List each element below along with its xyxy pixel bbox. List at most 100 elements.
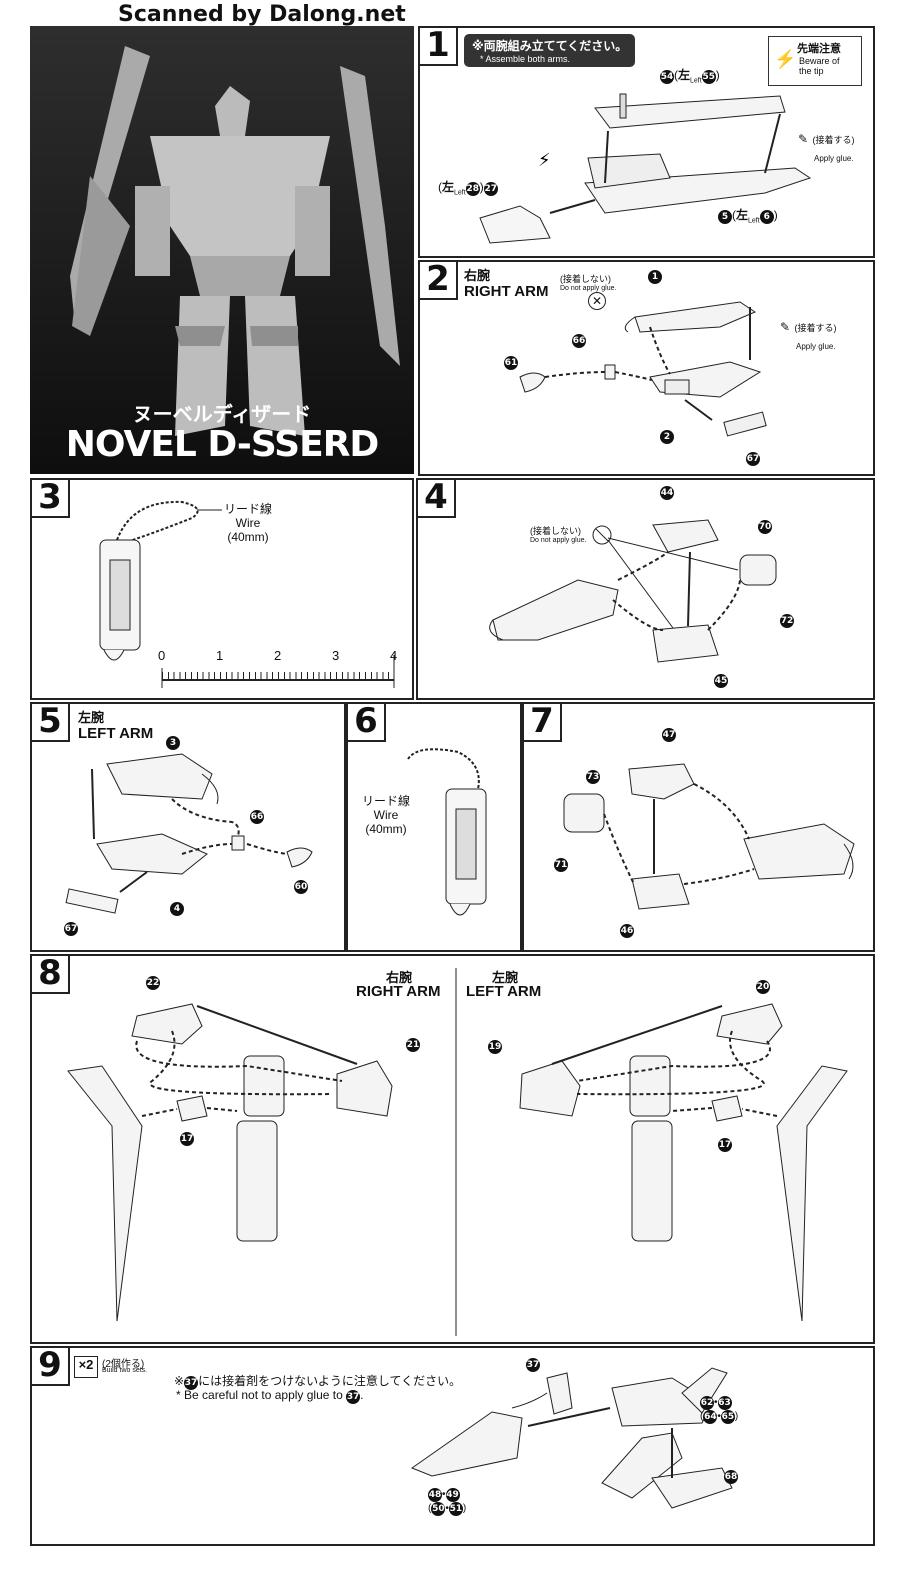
step-6-panel: 6 リード線 Wire (40mm) [346, 702, 522, 952]
part-4: 4 [170, 902, 184, 916]
scan-credit: Scanned by Dalong.net [118, 2, 406, 27]
step5-diagram [65, 753, 313, 914]
part-27: 27 [483, 182, 498, 196]
noglue-note-jp: ※37には接着剤をつけないように注意してください。 [174, 1372, 461, 1390]
part-37-ref: 37 [184, 1376, 199, 1390]
part-49: 49 [445, 1488, 460, 1502]
beware-tip-box: ⚡ 先端注意 Beware of the tip [768, 36, 862, 86]
part-1: 1 [648, 270, 662, 284]
right-arm-jp: 右腕 [386, 970, 413, 985]
step6-diagram [407, 748, 487, 916]
note-jp-prefix: ※ [174, 1374, 185, 1388]
right-arm-en: RIGHT ARM [356, 983, 441, 1000]
step-2-panel: 2 右腕 RIGHT ARM (接着しない) Do not apply glue… [418, 260, 875, 476]
step-number: 3 [30, 478, 70, 518]
wire-jp: リード線 [224, 502, 273, 516]
part-28: 28 [465, 182, 480, 196]
step-number: 8 [30, 954, 70, 994]
beware-jp: 先端注意 [797, 42, 841, 55]
part-66: 66 [250, 810, 264, 824]
glue-icon: ✎ [798, 132, 809, 146]
wire-label: リード線 Wire (40mm) [362, 794, 410, 836]
part-3: 3 [166, 736, 180, 750]
part-70: 70 [758, 520, 772, 534]
left-en-3: Left [748, 217, 760, 225]
ruler-label-3: 3 [332, 648, 340, 663]
part-55: 55 [701, 70, 716, 84]
note-en: * Be careful not to apply glue to [176, 1388, 343, 1402]
part-65: 65 [720, 1410, 735, 1424]
noglue-en: Do not apply glue. [530, 537, 587, 544]
step-number: 5 [30, 702, 70, 742]
step-1-panel: 1 ※両腕組み立ててください。 * Assemble both arms. ⚡ … [418, 26, 875, 258]
step4-diagram [489, 519, 777, 663]
part-6: 6 [759, 210, 774, 224]
step-number: 1 [418, 26, 458, 66]
left-en-2: Left [454, 189, 466, 197]
part-54: 54 [660, 70, 674, 84]
step-number: 4 [416, 478, 456, 518]
part-45: 45 [714, 674, 728, 688]
note-jp: ※両腕組み立ててください。 [472, 39, 628, 53]
gundam-figure-illustration [30, 26, 414, 474]
noglue-note: (接着しない) Do not apply glue. [530, 524, 586, 544]
arm-label-jp: 左腕 [78, 710, 105, 725]
wire-en: Wire [373, 808, 399, 822]
noglue-en: Do not apply glue. [560, 285, 617, 292]
wire-en: Wire [235, 516, 261, 530]
arm-label-en: LEFT ARM [78, 725, 154, 742]
left-kanji: 左 [678, 68, 691, 82]
step-8-panel: 8 右腕 RIGHT ARM 左腕 LEFT ARM 22 21 17 20 1… [30, 954, 875, 1344]
part-73: 73 [586, 770, 600, 784]
part-5: 5 [718, 210, 732, 224]
apply-glue-note: ✎ (接着する) Apply glue. [780, 318, 837, 354]
wire-jp: リード線 [362, 794, 411, 808]
part-label-54-55: 54(左Left55) [660, 68, 720, 85]
assemble-both-note: ※両腕組み立ててください。 * Assemble both arms. [464, 34, 636, 67]
part-17: 17 [180, 1132, 194, 1146]
left-arm-en: LEFT ARM [466, 983, 542, 1000]
noglue-jp: (接着しない) [560, 274, 611, 284]
svg-text:⚡: ⚡ [538, 150, 551, 171]
part-63: 63 [717, 1396, 732, 1410]
step-3-panel: 3 0 1 2 3 4 リード線 Wire (40mm) [30, 478, 414, 700]
beware-icon: ⚡ [774, 49, 797, 69]
part-label-28-27: (左Left28)27 [438, 180, 498, 197]
step-5-panel: 5 左腕 LEFT ARM 3 66 60 4 67 [30, 702, 346, 952]
times-jp: (2個作る) [102, 1359, 145, 1370]
part-20: 20 [756, 980, 770, 994]
part-17-left: 17 [718, 1138, 732, 1152]
step2-diagram [519, 301, 767, 437]
part-66: 66 [572, 334, 586, 348]
part-48: 48 [428, 1488, 442, 1502]
part-62: 62 [700, 1396, 714, 1410]
part-72: 72 [780, 614, 794, 628]
apply-glue-note: ✎ (接着する) Apply glue. [798, 130, 855, 166]
times-badge: ×2 [74, 1356, 98, 1378]
part-71: 71 [554, 858, 568, 872]
ruler-label-0: 0 [158, 648, 166, 663]
step-number: 6 [346, 702, 386, 742]
part-50: 50 [431, 1502, 446, 1516]
glue-jp: (接着する) [794, 323, 837, 333]
part-68: 68 [724, 1470, 738, 1484]
beware-en-2: the tip [799, 66, 824, 76]
cover-image: ヌーベルディザード NOVEL D-SSERD [30, 26, 414, 474]
arm-label-jp: 右腕 [464, 268, 491, 283]
wire-len: (40mm) [365, 822, 407, 836]
wire-label: リード線 Wire (40mm) [224, 502, 272, 544]
part-46: 46 [620, 924, 634, 938]
ruler-label-1: 1 [216, 648, 224, 663]
ruler-ticks [162, 672, 394, 680]
glue-jp: (接着する) [812, 135, 855, 145]
step-7-panel: 7 47 73 71 46 [522, 702, 875, 952]
part-67: 67 [746, 452, 760, 466]
step3-diagram [99, 500, 395, 688]
note-jp: には接着剤をつけないように注意してください。 [198, 1374, 462, 1388]
beware-en-1: Beware of [799, 56, 840, 66]
step-4-panel: 4 (接着しない) Do not apply glue. 44 70 72 45 [416, 478, 875, 700]
part-2: 2 [660, 430, 674, 444]
noglue-note: (接着しない) Do not apply glue. ✕ [560, 272, 616, 310]
ruler-label-2: 2 [274, 648, 282, 663]
